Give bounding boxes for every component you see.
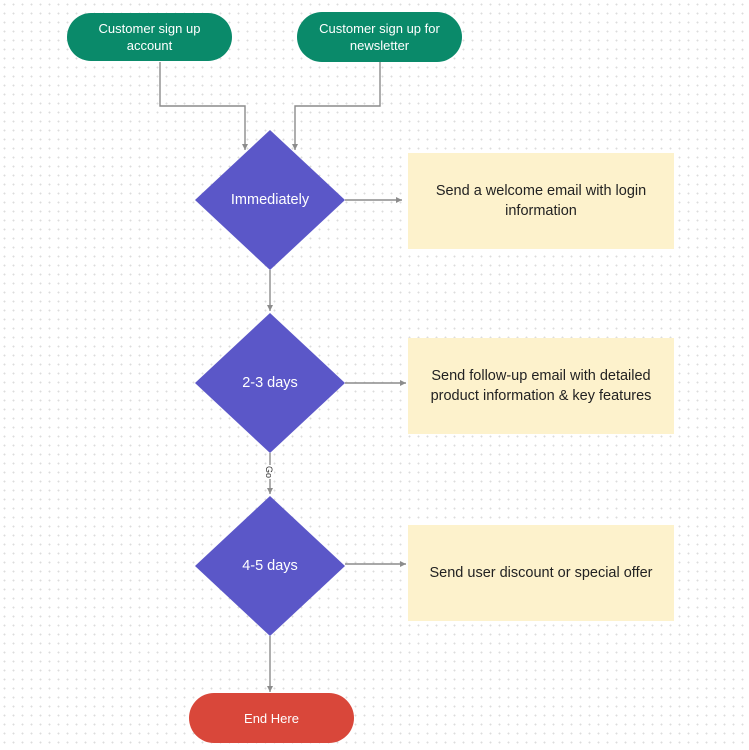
- decision-node-4-5-days[interactable]: 4-5 days: [195, 496, 345, 636]
- start-node-signup-newsletter[interactable]: Customer sign up for newsletter: [297, 12, 462, 62]
- start-node-signup-account[interactable]: Customer sign up account: [67, 13, 232, 61]
- note-followup-email[interactable]: Send follow-up email with detailed produ…: [408, 338, 674, 434]
- decision-node-immediately[interactable]: Immediately: [195, 130, 345, 270]
- decision-node-2-3-days[interactable]: 2-3 days: [195, 313, 345, 453]
- connector-newsletter-to-immediately: [292, 62, 381, 150]
- note-welcome-email[interactable]: Send a welcome email with login informat…: [408, 153, 674, 249]
- connector-signup-account-to-immediately: [159, 62, 248, 150]
- note-discount-offer[interactable]: Send user discount or special offer: [408, 525, 674, 621]
- edge-label-go: Go: [264, 464, 275, 480]
- end-node[interactable]: End Here: [189, 693, 354, 743]
